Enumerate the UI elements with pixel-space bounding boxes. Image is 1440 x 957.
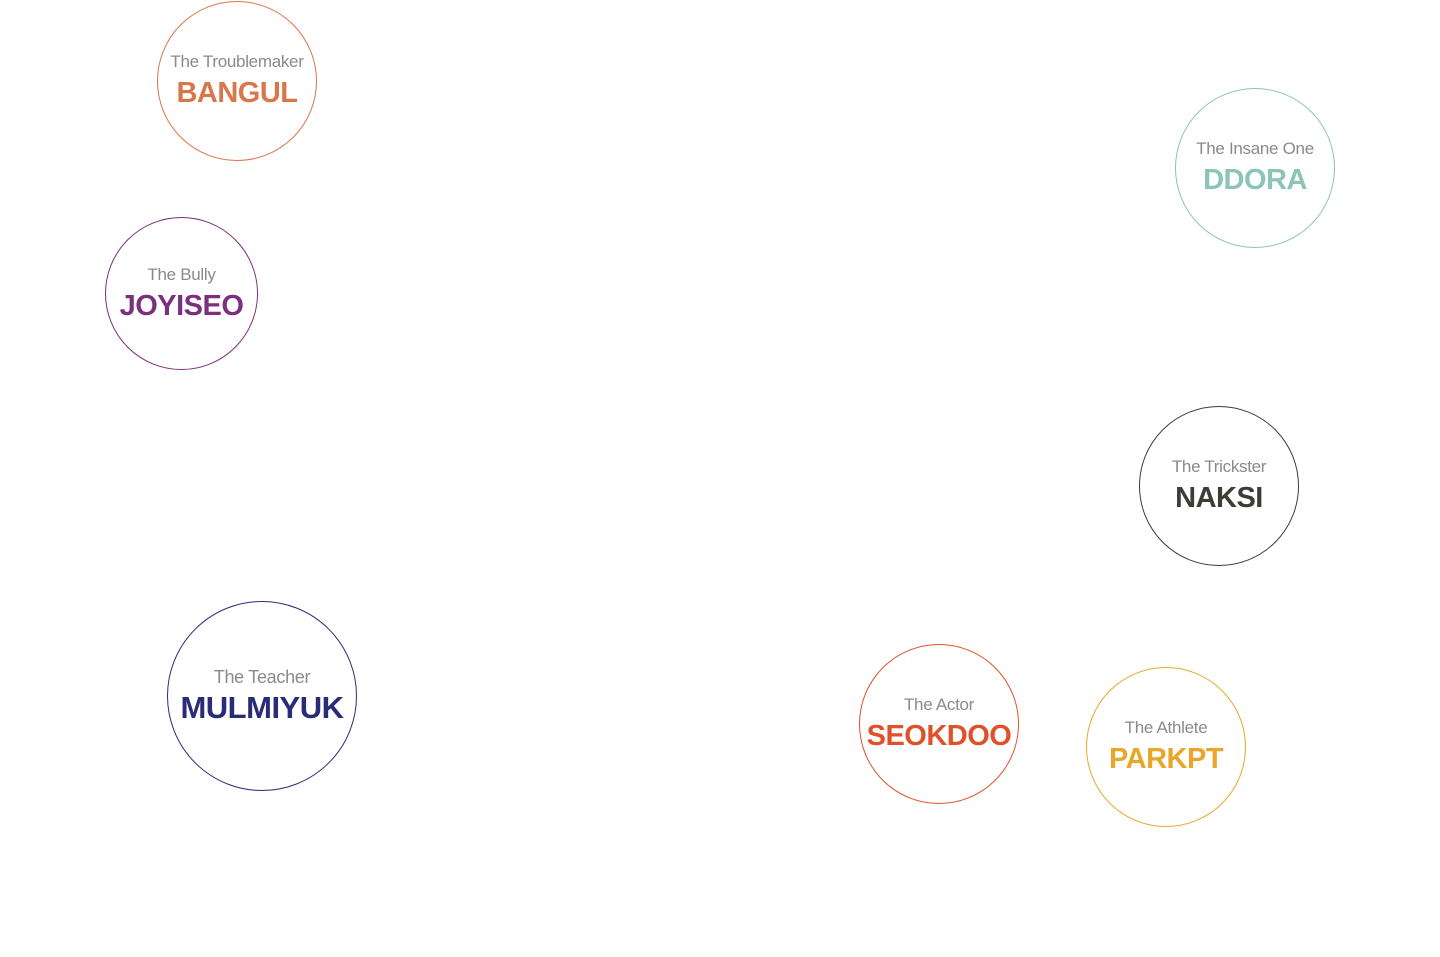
character-bubble-mulmiyuk[interactable]: The Teacher MULMIYUK <box>167 601 357 791</box>
character-bubble-seokdoo[interactable]: The Actor SEOKDOO <box>859 644 1019 804</box>
character-bubble-parkpt[interactable]: The Athlete PARKPT <box>1086 667 1246 827</box>
character-role: The Insane One <box>1196 139 1314 158</box>
character-role: The Trickster <box>1171 457 1267 476</box>
character-bubble-ddora[interactable]: The Insane One DDORA <box>1175 88 1335 248</box>
character-name: MULMIYUK <box>180 690 344 725</box>
character-name: PARKPT <box>1108 743 1224 775</box>
character-role: The Teacher <box>213 667 311 687</box>
character-role: The Bully <box>147 264 216 284</box>
character-name: JOYISEO <box>119 289 244 322</box>
character-bubble-joyiseo[interactable]: The Bully JOYISEO <box>105 217 258 370</box>
character-role: The Athlete <box>1124 718 1208 737</box>
character-name: SEOKDOO <box>866 720 1012 752</box>
character-name: BANGUL <box>176 77 298 109</box>
character-role: The Actor <box>903 695 975 714</box>
character-name: NAKSI <box>1175 482 1263 514</box>
character-bubble-bangul[interactable]: The Troublemaker BANGUL <box>157 1 317 161</box>
character-bubble-naksi[interactable]: The Trickster NAKSI <box>1139 406 1299 566</box>
character-role: The Troublemaker <box>170 52 304 71</box>
character-name: DDORA <box>1203 164 1307 196</box>
